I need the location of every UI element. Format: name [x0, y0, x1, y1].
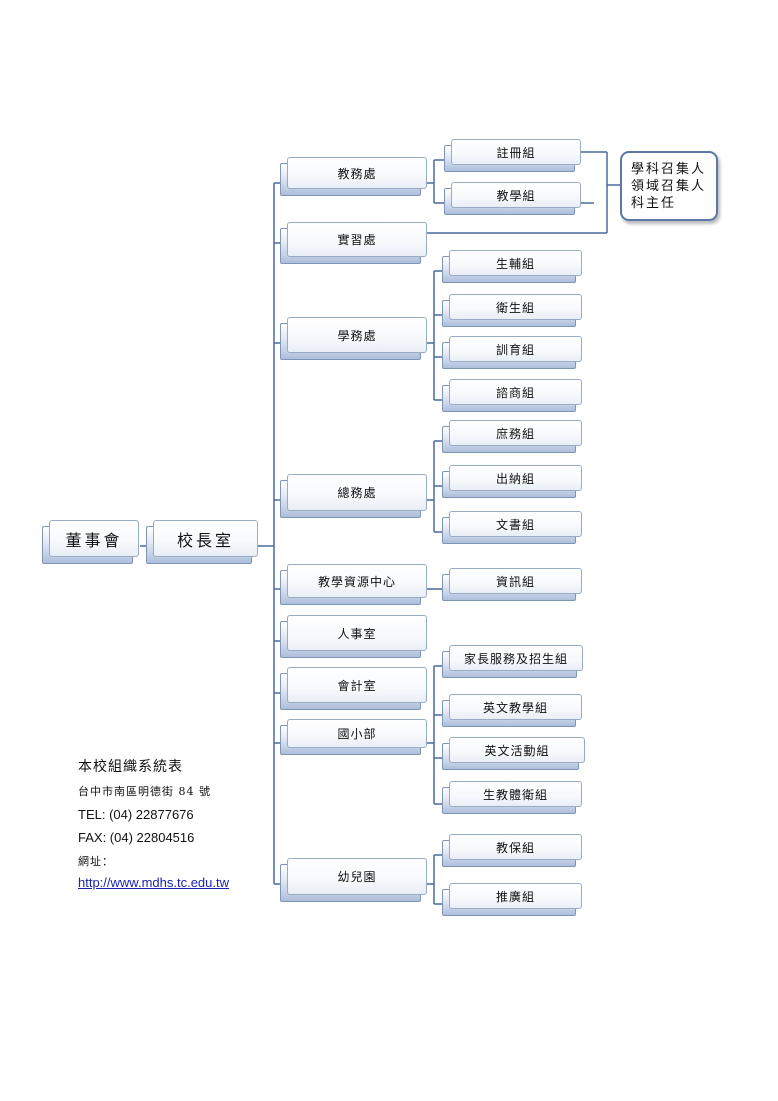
- section-student-pe-box: 生教體衛組: [442, 781, 582, 814]
- section-registration-box: 註冊組: [444, 139, 581, 172]
- dept-personnel-box: 人事室: [280, 615, 427, 658]
- section-cashier-label: 出納組: [449, 465, 582, 491]
- dept-accounting-box: 會計室: [280, 667, 427, 710]
- dept-elementary-box: 國小部: [280, 719, 427, 755]
- section-counseling-label: 諮商組: [449, 379, 582, 405]
- section-guidance-label: 生輔組: [449, 250, 582, 276]
- section-promotion-box: 推廣組: [442, 883, 582, 916]
- dept-kindergarten-label: 幼兒園: [287, 858, 427, 895]
- convener-callout: 學科召集人 領域召集人 科主任: [620, 151, 718, 221]
- dept-elementary-label: 國小部: [287, 719, 427, 748]
- dept-resource-label: 教學資源中心: [287, 564, 427, 598]
- section-care-label: 教保組: [449, 834, 582, 860]
- section-care-box: 教保組: [442, 834, 582, 867]
- dept-practice-label: 實習處: [287, 222, 427, 257]
- dept-general-label: 總務處: [287, 474, 427, 511]
- dept-resource-box: 教學資源中心: [280, 564, 427, 605]
- section-health-label: 衛生組: [449, 294, 582, 320]
- section-training-box: 訓育組: [442, 336, 582, 369]
- school-fax: FAX: (04) 22804516: [78, 830, 195, 845]
- callout-line-subject: 學科召集人: [631, 162, 707, 177]
- section-parent-service-label: 家長服務及招生組: [449, 645, 583, 671]
- section-information-box: 資訊組: [442, 568, 582, 601]
- section-teaching-box: 教學組: [444, 182, 581, 215]
- website-link[interactable]: http://www.mdhs.tc.edu.tw: [78, 875, 230, 890]
- board-label: 董事會: [49, 520, 139, 557]
- principal-label: 校長室: [153, 520, 258, 557]
- dept-general-box: 總務處: [280, 474, 427, 518]
- callout-line-domain: 領域召集人: [631, 179, 707, 194]
- chart-title: 本校組織系統表: [78, 759, 183, 775]
- school-info: 本校組織系統表 台中市南區明德街 84 號 TEL: (04) 22877676…: [78, 756, 229, 890]
- website-label: 網址：: [78, 855, 114, 868]
- section-health-box: 衛生組: [442, 294, 582, 327]
- principal-box: 校長室: [146, 520, 258, 564]
- dept-personnel-label: 人事室: [287, 615, 427, 651]
- section-english-activity-box: 英文活動組: [442, 737, 585, 770]
- section-counseling-box: 諮商組: [442, 379, 582, 412]
- section-affairs-box: 庶務組: [442, 420, 582, 453]
- section-cashier-box: 出納組: [442, 465, 582, 498]
- section-information-label: 資訊組: [449, 568, 582, 594]
- section-student-pe-label: 生教體衛組: [449, 781, 582, 807]
- dept-student-box: 學務處: [280, 317, 427, 360]
- section-affairs-label: 庶務組: [449, 420, 582, 446]
- section-documents-box: 文書組: [442, 511, 582, 544]
- section-promotion-label: 推廣組: [449, 883, 582, 909]
- section-guidance-box: 生輔組: [442, 250, 582, 283]
- section-training-label: 訓育組: [449, 336, 582, 362]
- dept-kindergarten-box: 幼兒園: [280, 858, 427, 902]
- dept-accounting-label: 會計室: [287, 667, 427, 703]
- dept-student-label: 學務處: [287, 317, 427, 353]
- section-documents-label: 文書組: [449, 511, 582, 537]
- section-teaching-label: 教學組: [451, 182, 581, 208]
- dept-practice-box: 實習處: [280, 222, 427, 264]
- section-english-teaching-label: 英文教學組: [449, 694, 582, 720]
- callout-line-chair: 科主任: [631, 196, 677, 211]
- section-registration-label: 註冊組: [451, 139, 581, 165]
- school-tel: TEL: (04) 22877676: [78, 807, 194, 822]
- dept-academic-label: 教務處: [287, 157, 427, 189]
- dept-academic-box: 教務處: [280, 157, 427, 196]
- section-parent-service-box: 家長服務及招生組: [442, 645, 583, 678]
- school-address: 台中市南區明德街 84 號: [78, 785, 211, 798]
- section-english-teaching-box: 英文教學組: [442, 694, 582, 727]
- section-english-activity-label: 英文活動組: [449, 737, 585, 763]
- board-box: 董事會: [42, 520, 139, 564]
